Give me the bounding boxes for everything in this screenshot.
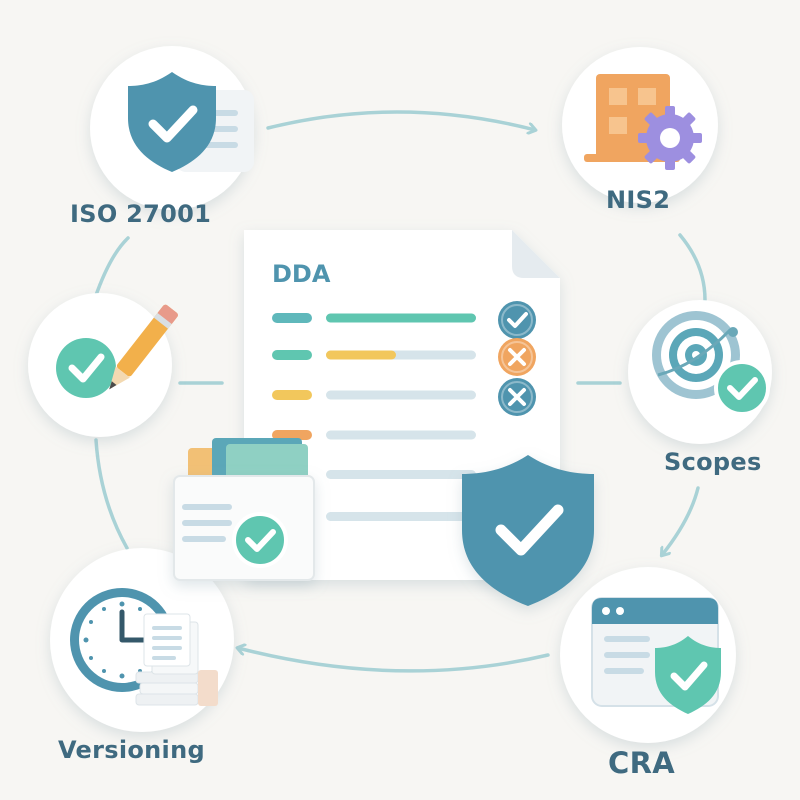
clock-documents-icon <box>70 588 218 706</box>
line-nis2-to-scopes <box>678 233 707 302</box>
cross-badge-icon <box>498 338 536 376</box>
extra-document-lines <box>326 470 476 521</box>
building-gear-icon <box>584 74 702 170</box>
line-edit-to-iso <box>93 236 130 300</box>
arrow-iso-to-nis2 <box>266 110 535 130</box>
checklist-row <box>272 338 536 376</box>
browser-shield-icon <box>591 597 721 714</box>
cross-badge-icon <box>498 378 536 416</box>
checklist-fill <box>326 350 396 360</box>
shield-document-icon <box>128 72 254 172</box>
checklist-bullet <box>272 313 312 323</box>
checklist-bullet <box>272 350 312 360</box>
label-iso-27001: ISO 27001 <box>70 200 212 228</box>
checklist-bullet <box>272 390 312 400</box>
line-versioning-to-edit <box>94 438 129 550</box>
arrow-scopes-to-cra <box>662 486 700 555</box>
checklist-fill <box>326 313 476 323</box>
label-nis2: NIS2 <box>606 186 671 214</box>
check-pencil-icon <box>56 304 178 398</box>
label-scopes: Scopes <box>664 448 762 476</box>
arrow-cra-to-versioning <box>238 648 550 673</box>
checklist-row <box>272 301 536 339</box>
label-versioning: Versioning <box>58 736 205 764</box>
checklist-track <box>326 390 476 400</box>
document-title: DDA <box>272 260 331 288</box>
checklist-row <box>272 430 476 440</box>
checklist-track <box>326 430 476 440</box>
connector-lines <box>93 110 707 673</box>
document-checklist <box>272 301 536 440</box>
folder-icon <box>173 438 315 581</box>
target-check-icon <box>652 311 770 416</box>
check-badge-icon <box>498 301 536 339</box>
large-shield-check-icon <box>462 455 594 606</box>
label-cra: CRA <box>608 746 675 780</box>
checklist-row <box>272 378 536 416</box>
checklist-bullet <box>272 430 312 440</box>
